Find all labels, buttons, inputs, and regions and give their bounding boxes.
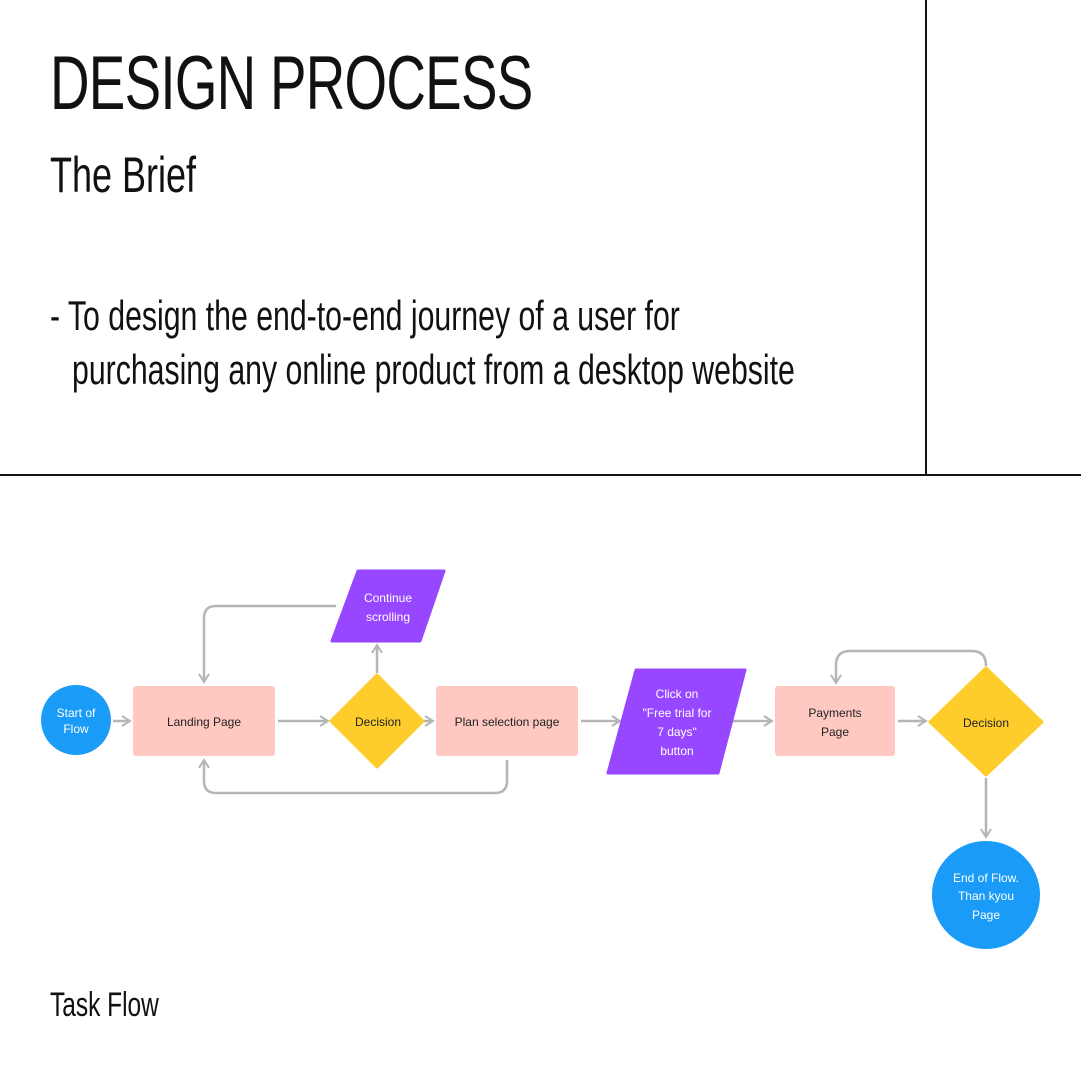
- horizontal-divider: [0, 474, 1081, 476]
- plan-selection-node: Plan selection page: [436, 686, 578, 756]
- section-subtitle: The Brief: [50, 147, 197, 203]
- vertical-divider: [925, 0, 927, 475]
- connector-plan-landing: [198, 758, 509, 795]
- brief-line-1: - To design the end-to-end journey of a …: [50, 292, 680, 339]
- svg-text:Decision: Decision: [963, 716, 1009, 730]
- brief-line-2: purchasing any online product from a des…: [72, 346, 795, 393]
- svg-text:Decision: Decision: [355, 715, 401, 729]
- decision-node-2: Decision: [928, 666, 1044, 777]
- decision-node-1: Decision: [329, 673, 425, 769]
- svg-text:Landing Page: Landing Page: [167, 715, 241, 729]
- svg-text:Plan selection page: Plan selection page: [455, 715, 560, 729]
- landing-page-node: Landing Page: [133, 686, 275, 756]
- connector-continue-landing: [198, 604, 336, 684]
- page-title: DESIGN PROCESS: [50, 41, 533, 126]
- diagram-caption: Task Flow: [50, 986, 159, 1024]
- connector-decision-payments: [830, 649, 988, 685]
